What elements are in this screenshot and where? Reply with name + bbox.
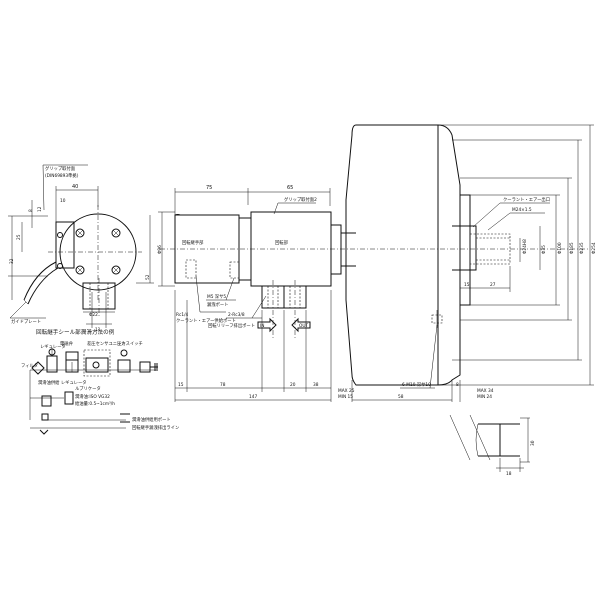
dim-phi100: Φ100 [557,242,563,254]
leak-line-label: 回転継手漏洩排出ライン [132,424,179,431]
dim-phi22: Φ22 [89,312,98,318]
dim-65: 65 [287,185,293,191]
sensor-unit-label: 差圧センサユニット [87,340,126,347]
out-arrow-label: OUT [299,323,309,329]
rc-1-4-label: Rc1/4 [176,312,189,318]
dim-phi96: Φ96 [157,245,163,254]
lubricator-label: ルブリケータ [75,385,101,392]
dim-27: 27 [490,282,496,288]
coolant-supply-label: クーラント・エアー供給ポート [176,317,236,324]
dim-30: 30 [530,440,536,446]
dim-18: 18 [506,471,512,477]
m5-label: M5 深サ5 [207,293,226,300]
filter-label: フィルタ [21,362,38,369]
lubrication-schematic: レギュレータ 電磁弁 差圧センサユニット 圧力スイッチ フィルタ 潤滑油供給 レ… [21,340,179,435]
dim-max25: MAX 25 [338,388,355,394]
dim-min24: MIN 24 [477,394,492,400]
end-view: グリップ取付面 (DIN69893準拠) 40 [8,164,154,333]
screw-6m10-label: 6-M10 深サ10 [402,381,431,388]
dim-12: 12 [37,206,43,212]
dim-15b: 15 [464,282,470,288]
dim-phi254: Φ254 [591,242,597,254]
dim-32: 32 [9,258,15,264]
drawbar-side-label: 回転継手部 [182,239,204,246]
dim-phi24: Φ24H8 [522,239,528,254]
dim-phi35: Φ35 [541,245,547,254]
side-view: 75 65 グリップ取付面2 回転継手部 回転部 Φ96 [157,124,597,402]
pressure-switch-label: 圧力スイッチ [117,340,143,347]
dim-phi235: Φ235 [579,242,585,254]
lube-spec-2: 給油量:0.5~1cm³/h [75,400,115,407]
grip-plate-2-label: グリップ取付面2 [284,196,317,203]
dim-78: 78 [220,382,226,388]
dim-20: 20 [290,382,296,388]
dim-phi185: Φ185 [569,242,575,254]
thread-m24-label: M24×1.5 [512,207,532,213]
dim-40: 40 [72,184,78,190]
detail-view: 30 18 [449,414,536,477]
dim-52: 52 [145,274,151,280]
dim-75: 75 [206,185,212,191]
grip-plate-label: グリップ取付面 [45,165,76,172]
lube-regulator-label: 潤滑油供給 レギュレータ [38,379,87,386]
hydraulic-port-label: 回転リリーフ排出ポート [208,322,255,329]
dim-11: 11 [95,327,101,333]
coolant-outlet-label: クーラント・エアー出口 [503,196,550,203]
guide-plate-label: ガイドプレート [11,318,41,325]
solenoid-label: 電磁弁 [60,340,74,347]
dim-8: 8 [28,209,34,212]
regulator-label: レギュレータ [40,343,66,350]
rc-3-8-label: 2-Rc3/8 [228,312,245,318]
dim-38: 38 [313,382,319,388]
dim-max34: MAX 34 [477,388,494,394]
dim-25: 25 [16,234,22,240]
dim-147: 147 [249,394,257,400]
lube-spec-1: 潤滑油:ISO VG32 [75,393,110,400]
seal-caption: 回転継手シール部潤滑方法の例 [36,328,115,336]
spindle-side-label: 回転部 [275,239,289,246]
dim-15a: 15 [178,382,184,388]
dim-8b: 8 [456,382,459,388]
din-spec-label: (DIN69893準拠) [45,172,79,179]
leak-port-label: 漏洩ポート [207,301,228,308]
dim-10: 10 [60,198,66,204]
dim-58: 58 [398,394,404,400]
dim-min15: MIN 15 [338,394,353,400]
air-supply-label: 潤滑油供給用ポート [132,416,171,423]
